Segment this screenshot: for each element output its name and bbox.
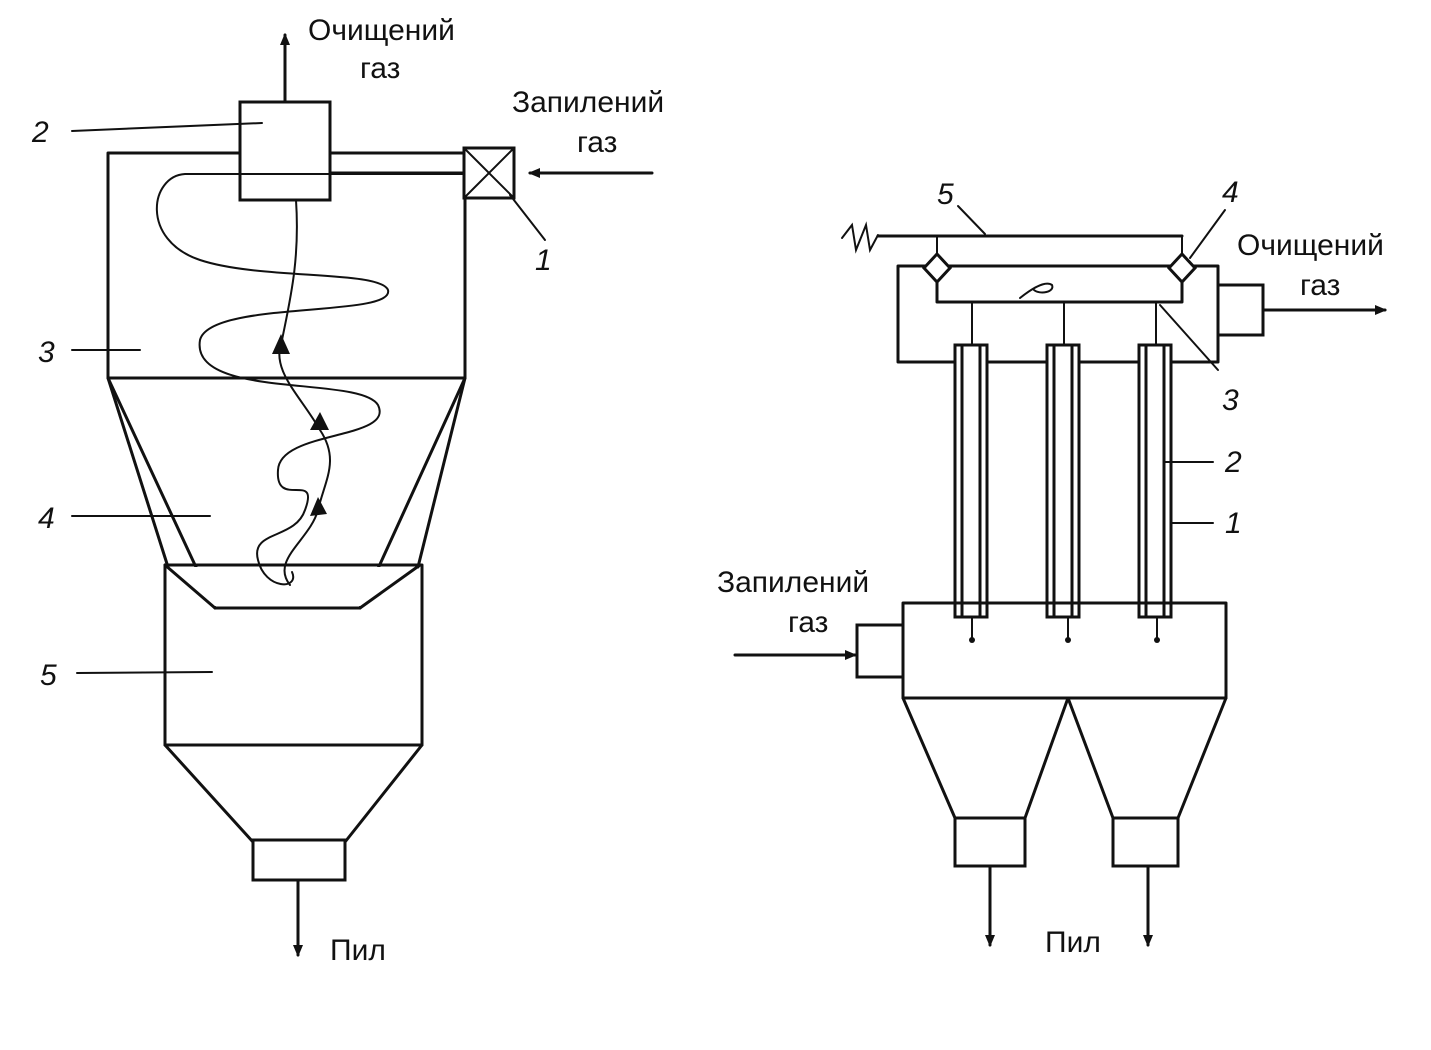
exhaust-pipe [238, 100, 332, 202]
dusty-gas-label-1: Запилений [512, 86, 664, 119]
discharge-box [251, 838, 347, 882]
flow-arrow-3 [272, 334, 290, 354]
leader-2 [71, 122, 263, 132]
dust-label: Пил [330, 934, 386, 967]
filter-tube-middle [1045, 301, 1081, 643]
tube-outer-middle [1045, 343, 1081, 619]
battery-dusty-gas-label-1: Запилений [717, 566, 869, 599]
cone-upper-right [416, 376, 467, 569]
pin-symbol [1019, 282, 1054, 299]
battery-dust-label: Пил [1045, 926, 1101, 959]
cyclone-diagram: Очищений газ Запилений газ Пил 1 2 3 4 5 [31, 14, 664, 967]
hinge-left [921, 251, 953, 285]
battery-diagram: Очищений газ Запилений газ Пил 1 2 3 4 5 [717, 176, 1387, 959]
battery-dusty-gas-label-2: газ [788, 606, 828, 639]
hopper-left [901, 696, 1070, 820]
callout-2: 2 [31, 116, 49, 149]
hinge-right [1166, 251, 1198, 285]
shaking-bar [935, 264, 1184, 304]
tube-outer-left [953, 343, 989, 619]
cone-upper-left [106, 376, 170, 569]
battery-leader-4 [1189, 209, 1226, 259]
clean-gas-nozzle [1216, 283, 1265, 337]
battery-callout-5: 5 [937, 178, 954, 211]
battery-callout-1: 1 [1225, 507, 1242, 540]
callout-4: 4 [38, 502, 55, 535]
filter-tube-right [1137, 301, 1173, 643]
filter-tube-left [953, 301, 989, 643]
callout-5: 5 [40, 659, 57, 692]
battery-leader-3 [1159, 304, 1219, 371]
discharge-box-left [953, 816, 1027, 868]
zigzag-symbol [841, 221, 879, 254]
hopper-right [1066, 696, 1228, 820]
discharge-box-right [1111, 816, 1180, 868]
flow-arrow-2 [310, 412, 329, 430]
tube-outer-right [1137, 343, 1173, 619]
battery-callout-4: 4 [1222, 176, 1239, 209]
inner-vortex-path [278, 199, 331, 586]
leader-5 [76, 671, 213, 674]
dusty-gas-label-2: газ [577, 126, 617, 159]
callout-3: 3 [38, 336, 55, 369]
cone-right-edge [358, 563, 422, 610]
cone-bottom-overlay [168, 567, 420, 606]
flow-arrow-1 [310, 497, 327, 516]
clean-gas-label-1: Очищений [308, 14, 455, 47]
battery-callout-3: 3 [1222, 384, 1239, 417]
inlet-cross-2 [463, 147, 515, 199]
battery-clean-gas-label-1: Очищений [1237, 229, 1384, 262]
leader-1 [509, 194, 546, 241]
lower-hopper [163, 743, 424, 844]
battery-leader-5 [957, 205, 986, 235]
battery-callout-2: 2 [1224, 446, 1242, 479]
clean-gas-label-2: газ [360, 52, 400, 85]
cone-left-edge [163, 563, 217, 610]
outer-vortex-path [155, 173, 465, 586]
callout-1: 1 [535, 244, 552, 277]
dusty-gas-nozzle [855, 623, 905, 679]
battery-clean-gas-label-2: газ [1300, 269, 1340, 302]
